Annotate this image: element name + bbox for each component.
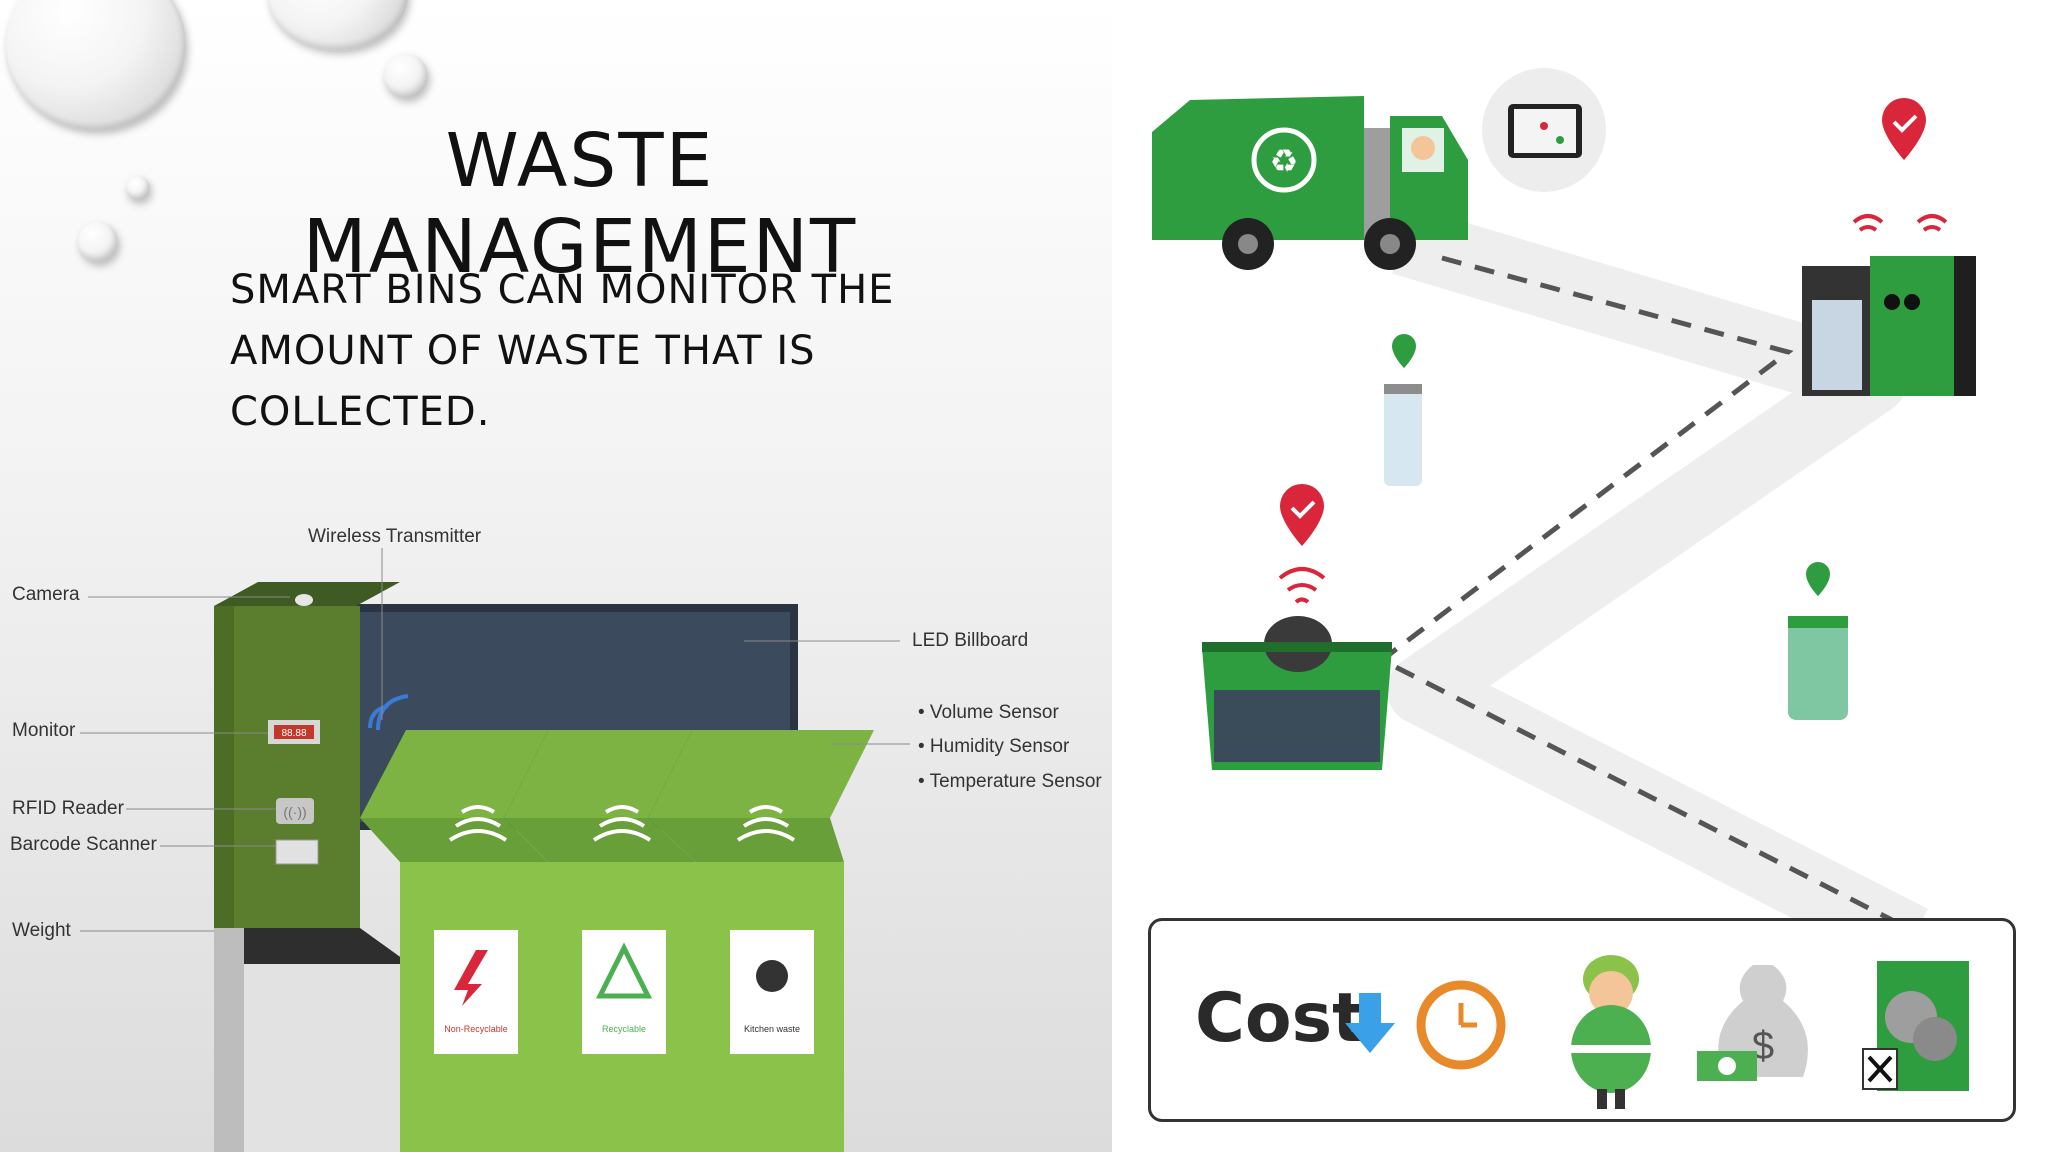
callout-led-billboard: LED Billboard bbox=[912, 630, 1029, 651]
water-drop-decoration bbox=[78, 222, 118, 262]
non-recyclable-icon bbox=[454, 950, 488, 1006]
recycle-badge-icon bbox=[1251, 127, 1317, 193]
bin-label-kitchen-waste: Kitchen waste bbox=[744, 1024, 800, 1034]
clock-icon bbox=[1416, 980, 1506, 1070]
volume-sensor-waves bbox=[448, 805, 796, 842]
smart-bin-full bbox=[1802, 98, 1976, 396]
left-panel: WASTE MANAGEMENT SMART BINS CAN MONITOR … bbox=[0, 0, 1112, 1152]
control-tower-side bbox=[214, 606, 234, 928]
polluting-truck-icon bbox=[1862, 961, 1969, 1091]
water-drop-decoration bbox=[6, 0, 186, 130]
bin-label-non-recyclable: Non-Recyclable bbox=[444, 1024, 508, 1034]
dumpster-full bbox=[1202, 484, 1392, 770]
location-pin-icon bbox=[1806, 562, 1830, 596]
recycle-icon bbox=[595, 942, 653, 999]
svg-text:$: $ bbox=[1752, 1024, 1774, 1068]
control-tower-top bbox=[214, 582, 400, 606]
bin-base-top bbox=[214, 928, 410, 964]
water-drop-decoration bbox=[384, 54, 428, 98]
callout-rfid-reader: RFID Reader bbox=[12, 798, 124, 819]
callout-camera: Camera bbox=[12, 584, 80, 605]
callout-volume-sensor: • Volume Sensor bbox=[918, 702, 1059, 723]
right-panel: ♻ bbox=[1112, 0, 2048, 1152]
signal-icon bbox=[1916, 214, 1948, 232]
bin-base bbox=[214, 964, 410, 1152]
bin-non-recyclable: Non-Recyclable bbox=[360, 730, 548, 1152]
small-bin-green bbox=[1788, 562, 1848, 720]
garbage-truck: ♻ bbox=[1152, 96, 1468, 270]
kitchen-waste-icon bbox=[756, 960, 788, 992]
collection-route-illustration: ♻ bbox=[1152, 68, 1976, 972]
bin-label-recyclable: Recyclable bbox=[602, 1024, 646, 1034]
callout-weight: Weight bbox=[12, 920, 71, 941]
signal-icon bbox=[1278, 567, 1326, 604]
rfid-symbol-icon: ((·)) bbox=[283, 804, 306, 820]
driver-icon bbox=[1411, 136, 1435, 160]
callout-barcode-scanner: Barcode Scanner bbox=[10, 834, 157, 855]
wireless-arc-icon bbox=[376, 694, 409, 731]
bin-base-side bbox=[214, 928, 244, 1152]
slide-body-text: SMART BINS CAN MONITOR THE AMOUNT OF WAS… bbox=[230, 267, 895, 435]
rfid-reader-icon bbox=[276, 798, 314, 824]
callout-temperature-sensor: • Temperature Sensor bbox=[918, 771, 1102, 792]
cost-icons: $ bbox=[1345, 955, 1969, 1109]
control-tower bbox=[214, 606, 360, 928]
location-pin-icon bbox=[1392, 334, 1416, 368]
callout-wireless-transmitter: Wireless Transmitter bbox=[308, 526, 482, 547]
slide-title: WASTE MANAGEMENT bbox=[240, 118, 920, 290]
smart-bin-illustration: 88.88 ((·)) Non-Recyclable Recyclable bbox=[80, 548, 910, 1152]
collection-road bbox=[1387, 206, 1928, 972]
title-line-1: WASTE bbox=[445, 118, 715, 204]
camera-icon bbox=[295, 594, 313, 606]
route-dashes bbox=[1377, 255, 1894, 923]
cost-panel: Cost $ bbox=[1148, 918, 2016, 1122]
monitor-display bbox=[274, 725, 314, 739]
cost-label: Cost bbox=[1195, 979, 1365, 1058]
small-bin-empty bbox=[1384, 334, 1422, 486]
title-line-2: MANAGEMENT bbox=[302, 204, 858, 290]
bin-kitchen-waste: Kitchen waste bbox=[648, 730, 874, 1152]
arrow-down-icon bbox=[1345, 993, 1395, 1053]
monitor-readout: 88.88 bbox=[281, 728, 306, 739]
money-bag-icon: $ bbox=[1697, 965, 1808, 1081]
worker-icon bbox=[1571, 955, 1651, 1109]
water-drop-decoration bbox=[126, 176, 150, 200]
barcode-scanner-icon bbox=[275, 839, 319, 865]
close-icon bbox=[1867, 1055, 1893, 1083]
signal-icon bbox=[1852, 214, 1884, 232]
callout-humidity-sensor: • Humidity Sensor bbox=[918, 736, 1070, 757]
callout-monitor: Monitor bbox=[12, 720, 76, 741]
svg-text:♻: ♻ bbox=[1270, 143, 1299, 179]
bin-recyclable: Recyclable bbox=[504, 730, 696, 1152]
